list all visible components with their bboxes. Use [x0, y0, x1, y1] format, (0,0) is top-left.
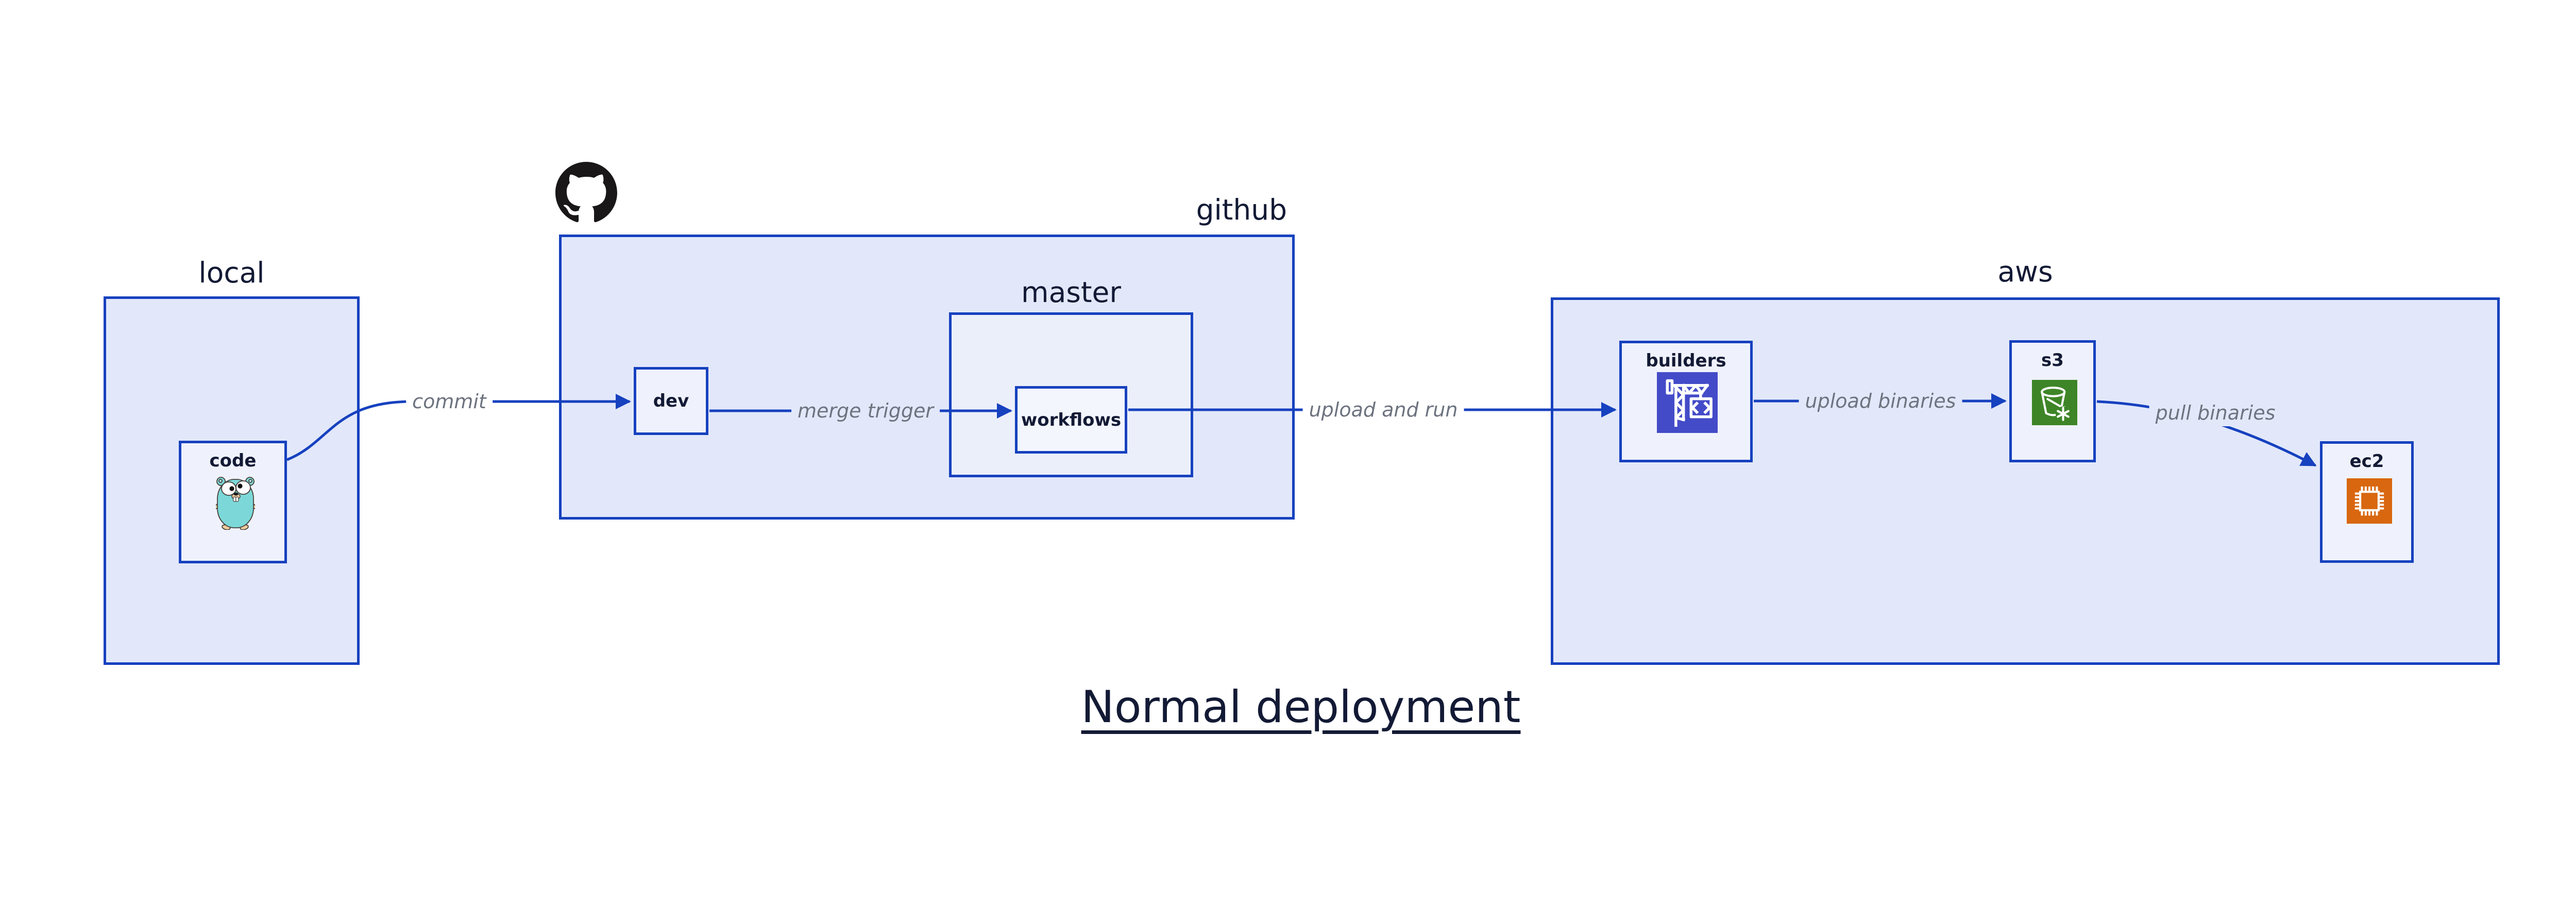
github-octocat-icon	[555, 162, 617, 223]
node-code-label: code	[209, 450, 257, 471]
edge-label-pull-binaries: pull binaries	[2149, 399, 2282, 426]
ec2-chip-icon	[2347, 478, 2392, 524]
node-s3-label: s3	[2041, 350, 2064, 371]
container-label-github: github	[1196, 193, 1287, 226]
node-workflows-label: workflows	[1021, 409, 1122, 430]
codebuild-crane-icon	[1657, 372, 1718, 433]
container-label-local: local	[198, 256, 265, 289]
container-label-aws: aws	[1997, 255, 2053, 288]
edge-label-merge-trigger: merge trigger	[791, 397, 940, 424]
node-dev-label: dev	[653, 391, 689, 411]
edge-label-upload-and-run: upload and run	[1302, 396, 1464, 423]
container-label-master: master	[1021, 276, 1121, 309]
diagram-title: Normal deployment	[1081, 681, 1521, 733]
node-code: code	[179, 441, 287, 563]
node-s3: s3	[2009, 340, 2096, 462]
node-builders-label: builders	[1646, 350, 1726, 371]
node-ec2-label: ec2	[2349, 451, 2384, 472]
go-gopher-icon	[216, 477, 255, 530]
node-ec2: ec2	[2320, 441, 2414, 563]
node-workflows: workflows	[1015, 386, 1127, 454]
edge-label-commit: commit	[406, 388, 493, 415]
edge-label-upload-binaries: upload binaries	[1799, 388, 1962, 414]
node-dev: dev	[634, 367, 708, 435]
node-builders: builders	[1619, 341, 1753, 462]
s3-bucket-icon	[2032, 380, 2077, 425]
